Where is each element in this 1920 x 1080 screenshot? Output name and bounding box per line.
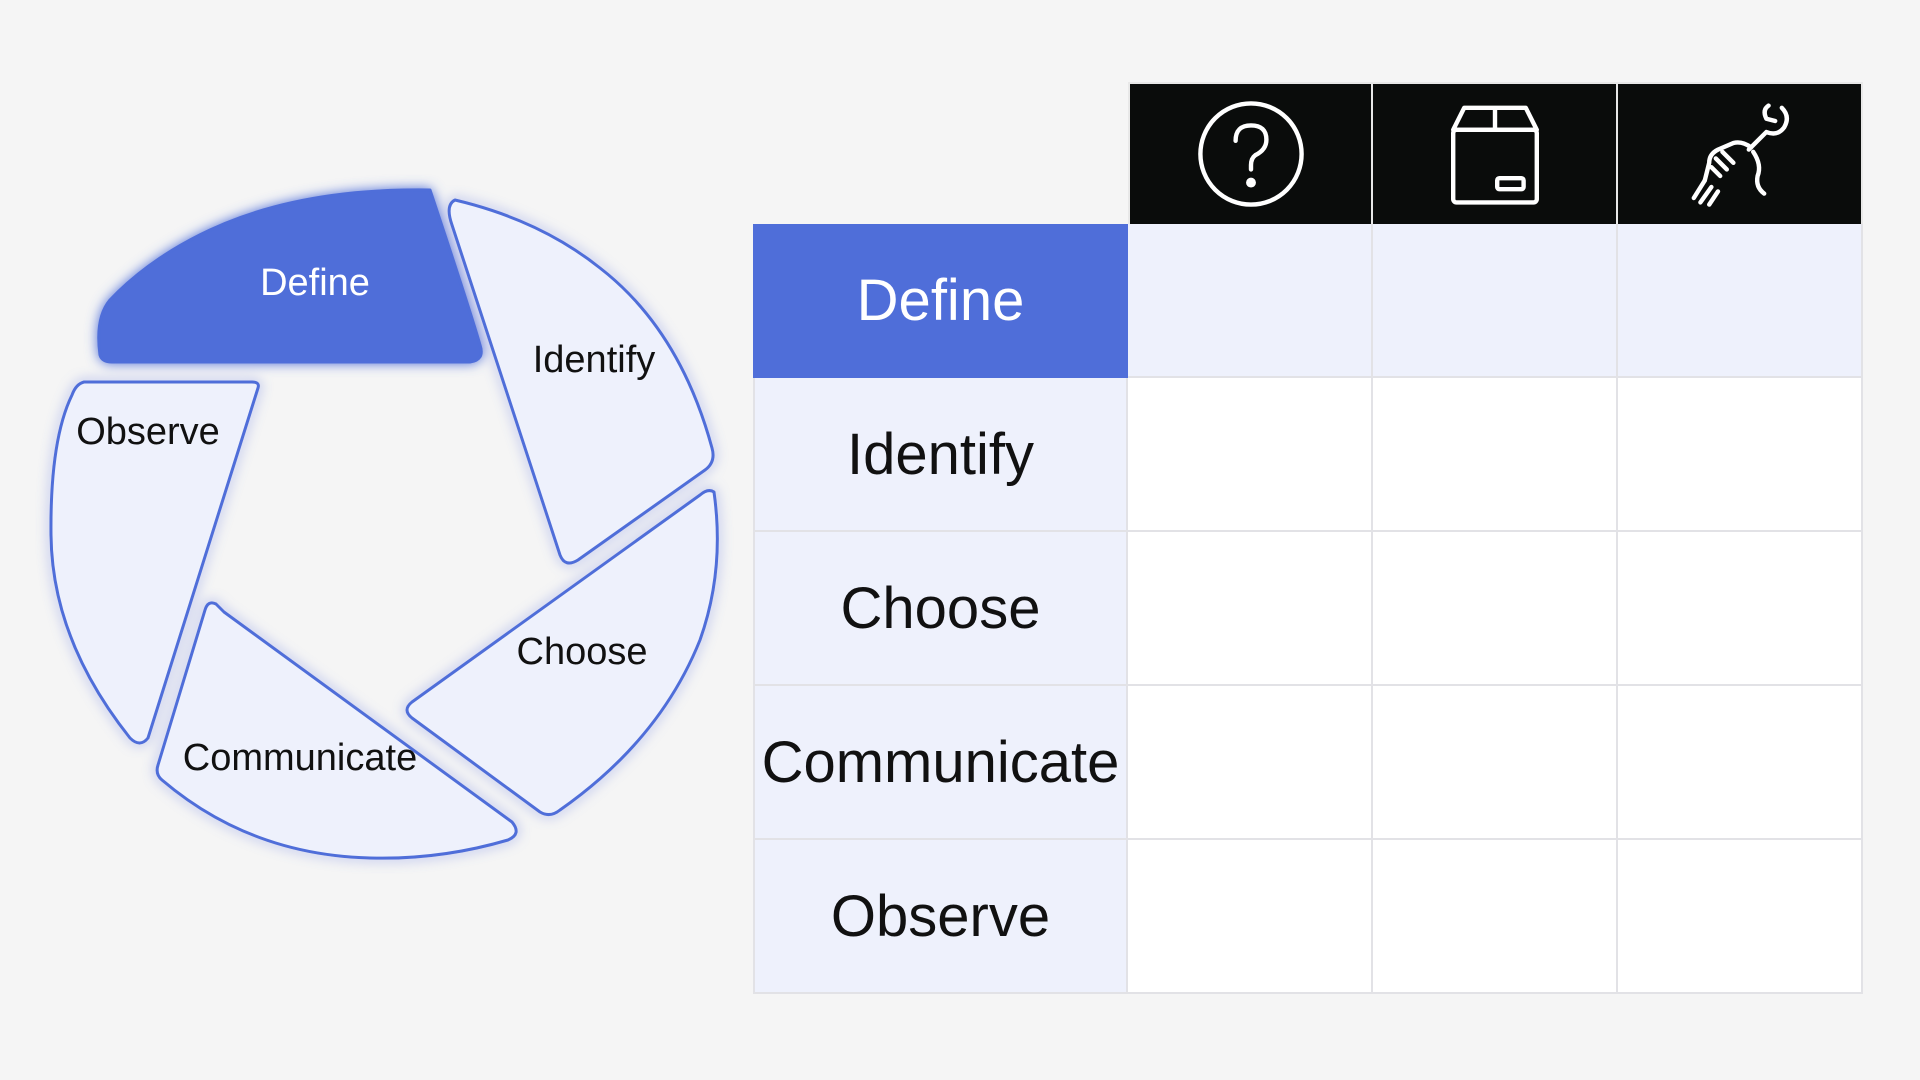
cycle-diagram: Define Identify Choose Communicate Obser… <box>49 188 719 860</box>
cycle-segment-define[interactable] <box>97 188 483 364</box>
cell-identify-2[interactable] <box>1373 378 1618 532</box>
column-header-package <box>1373 82 1618 224</box>
cycle-segment-observe[interactable] <box>49 380 260 745</box>
question-circle-icon <box>1196 99 1306 209</box>
cell-identify-1[interactable] <box>1128 378 1373 532</box>
row-label-observe: Observe <box>753 840 1128 994</box>
cycle-segment-identify[interactable] <box>447 198 715 565</box>
cell-choose-1[interactable] <box>1128 532 1373 686</box>
cycle-label-define: Define <box>260 262 370 304</box>
cell-observe-2[interactable] <box>1373 840 1618 994</box>
hand-wrench-icon <box>1685 99 1795 209</box>
step-matrix-table: Define Identify Choose Communicate Obser… <box>753 82 1863 994</box>
cycle-label-communicate: Communicate <box>183 737 417 779</box>
cell-define-3[interactable] <box>1618 224 1863 378</box>
cell-choose-3[interactable] <box>1618 532 1863 686</box>
cycle-label-identify: Identify <box>533 339 656 381</box>
cell-observe-3[interactable] <box>1618 840 1863 994</box>
cycle-segment-communicate[interactable] <box>155 601 518 860</box>
cell-define-2[interactable] <box>1373 224 1618 378</box>
cell-communicate-1[interactable] <box>1128 686 1373 840</box>
cell-choose-2[interactable] <box>1373 532 1618 686</box>
box-package-icon <box>1440 99 1550 209</box>
cell-communicate-2[interactable] <box>1373 686 1618 840</box>
row-label-choose: Choose <box>753 532 1128 686</box>
cell-communicate-3[interactable] <box>1618 686 1863 840</box>
row-label-communicate: Communicate <box>753 686 1128 840</box>
cell-identify-3[interactable] <box>1618 378 1863 532</box>
row-label-define: Define <box>753 224 1128 378</box>
cycle-label-choose: Choose <box>517 631 648 673</box>
matrix-corner <box>753 82 1128 224</box>
cycle-segment-choose[interactable] <box>405 489 719 817</box>
cell-define-1[interactable] <box>1128 224 1373 378</box>
row-label-identify: Identify <box>753 378 1128 532</box>
cycle-label-observe: Observe <box>76 411 220 453</box>
column-header-question <box>1128 82 1373 224</box>
column-header-tools <box>1618 82 1863 224</box>
cell-observe-1[interactable] <box>1128 840 1373 994</box>
